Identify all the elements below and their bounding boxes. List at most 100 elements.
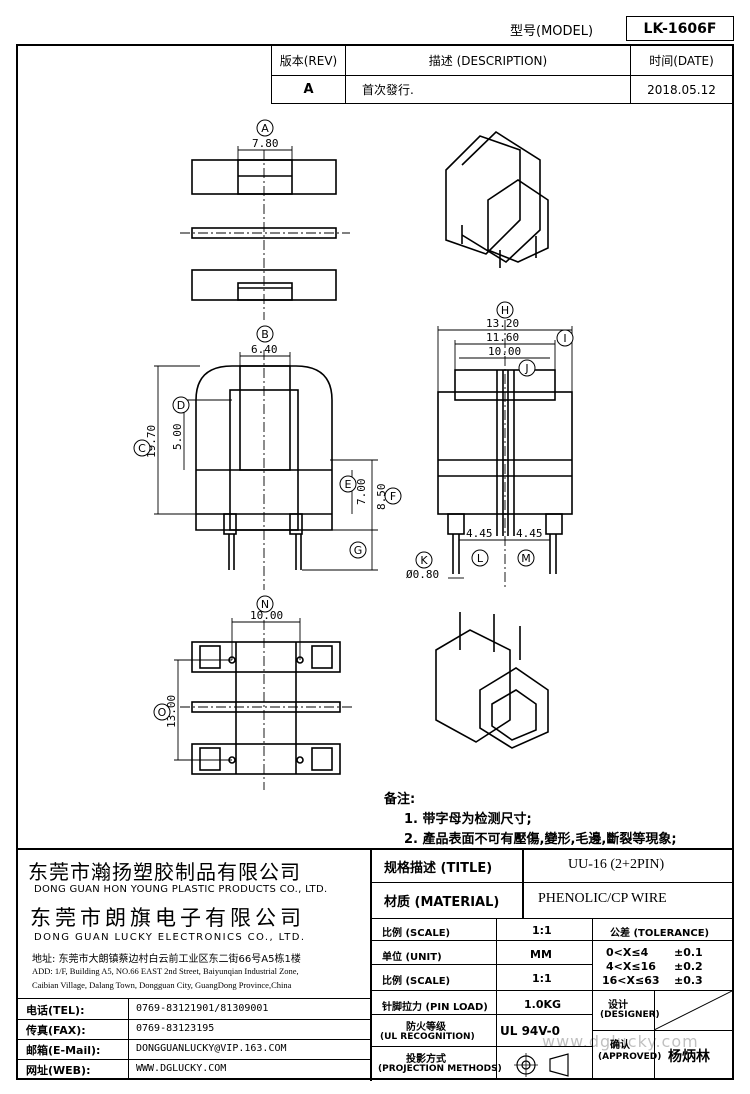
marker-o: O	[153, 703, 171, 721]
marker-k: K	[415, 551, 433, 569]
approver-name: 杨炳林	[668, 1049, 710, 1065]
marker-d: D	[172, 396, 190, 414]
contact-value-tel: 0769-83121901/81309001	[136, 1003, 269, 1014]
contact-label-fax: 传真(FAX):	[26, 1024, 86, 1037]
tolerance-range-3: 16<X≤63	[602, 974, 660, 987]
marker-i: I	[556, 329, 574, 347]
note-2: 2. 產品表面不可有壓傷,變形,毛邊,斷裂等現象;	[404, 832, 677, 847]
contact-value-fax: 0769-83123195	[136, 1023, 215, 1034]
svg-text:B: B	[261, 328, 269, 341]
svg-text:H: H	[501, 304, 509, 317]
notes-title: 备注:	[384, 792, 416, 807]
spec-title-value: UU-16 (2+2PIN)	[568, 857, 665, 872]
drawing-frame	[16, 44, 734, 1080]
spec-material-value: PHENOLIC/CP WIRE	[538, 891, 667, 906]
contact-value-email[interactable]: DONGGUANLUCKY@VIP.163.COM	[136, 1043, 287, 1054]
svg-text:A: A	[261, 122, 269, 135]
svg-text:C: C	[138, 442, 146, 455]
svg-text:J: J	[524, 362, 528, 375]
rev-header: 版本(REV)	[279, 54, 338, 68]
marker-l: L	[471, 549, 489, 567]
company-address-en-2: Caibian Village, Dalang Town, Dongguan C…	[32, 980, 292, 990]
watermark: www.dglucky.com	[542, 1032, 699, 1051]
tolerance-value-3: ±0.3	[674, 974, 703, 987]
dim-o: 13.00	[165, 695, 178, 728]
scale-label-1: 比例 (SCALE)	[382, 928, 451, 939]
spec-block: 规格描述 (TITLE) UU-16 (2+2PIN) 材质 (MATERIAL…	[372, 850, 734, 1080]
svg-text:G: G	[354, 544, 363, 557]
svg-text:M: M	[521, 552, 531, 565]
company-name-en-2: DONG GUAN LUCKY ELECTRONICS CO., LTD.	[34, 932, 306, 943]
scale-value-1: 1:1	[532, 924, 552, 937]
designer-label-cn: 设计	[608, 1000, 628, 1011]
dim-d: 5.00	[171, 424, 184, 451]
svg-text:F: F	[390, 490, 396, 503]
title-block	[16, 848, 734, 1082]
tolerance-range-2: 4<X≤16	[606, 960, 656, 973]
revision-table: 版本(REV) 描述 (DESCRIPTION) 时间(DATE) A 首次發行…	[271, 46, 732, 104]
company-address-cn: 地址: 东莞市大朗镇蔡边村白云前工业区东二街66号A5栋1楼	[32, 954, 301, 965]
ul-label-cn: 防火等级	[406, 1022, 446, 1033]
company-name-cn-2: 东莞市朗旗电子有限公司	[30, 906, 305, 930]
contacts-table: 电话(TEL): 0769-83121901/81309001 传真(FAX):…	[16, 998, 372, 1081]
marker-h: H	[496, 301, 514, 319]
ul-label-en: (UL RECOGNITION)	[380, 1032, 475, 1042]
marker-m: M	[517, 549, 535, 567]
svg-text:E: E	[345, 478, 352, 491]
marker-j: J	[518, 359, 536, 377]
svg-text:O: O	[158, 706, 167, 719]
contact-value-web[interactable]: WWW.DGLUCKY.COM	[136, 1063, 227, 1074]
dim-k: Ø0.80	[406, 568, 439, 581]
company-name-en-1: DONG GUAN HON YOUNG PLASTIC PRODUCTS CO.…	[34, 884, 328, 895]
dim-h: 13.20	[486, 317, 519, 330]
dim-a: 7.80	[252, 137, 279, 150]
dim-m: 4.45	[516, 527, 543, 540]
tolerance-label: 公差 (TOLERANCE)	[610, 928, 710, 939]
model-value: LK-1606F	[643, 20, 717, 37]
company-name-cn-1: 东莞市瀚扬塑胶制品有限公司	[28, 860, 301, 884]
contact-label-web: 网址(WEB):	[26, 1064, 91, 1077]
approved-label-cn: 确认	[610, 1040, 630, 1051]
dim-e: 7.00	[355, 479, 368, 506]
tolerance-value-1: ±0.1	[674, 946, 703, 959]
model-value-box: LK-1606F	[626, 16, 734, 41]
designer-label-en: (DESIGNER)	[600, 1010, 660, 1020]
rev-description: 首次發行.	[362, 83, 414, 97]
date-header: 时间(DATE)	[649, 54, 714, 68]
svg-text:N: N	[261, 598, 269, 611]
unit-value: MM	[530, 948, 552, 961]
dim-n: 10.00	[250, 609, 283, 622]
note-1: 1. 带字母为检测尺寸;	[404, 812, 532, 827]
marker-a: A	[256, 119, 274, 137]
marker-g: G	[349, 541, 367, 559]
model-label: 型号(MODEL)	[510, 24, 594, 39]
dim-j: 10.00	[488, 345, 521, 358]
contact-label-tel: 电话(TEL):	[26, 1004, 85, 1017]
technical-drawing: 7.80 6.40 19.70 5.00 7.00 8.50 13.20 11.…	[133, 119, 574, 790]
scale-label-2: 比例 (SCALE)	[382, 976, 451, 987]
contact-label-email: 邮箱(E-Mail):	[26, 1044, 101, 1057]
scale-value-2: 1:1	[532, 972, 552, 985]
marker-c: C	[133, 439, 151, 457]
rev-date: 2018.05.12	[647, 82, 716, 97]
dim-i: 11.60	[486, 331, 519, 344]
projection-label-en: (PROJECTION METHODS)	[378, 1064, 502, 1074]
pin-load-value: 1.0KG	[524, 998, 562, 1011]
dim-f: 8.50	[375, 484, 388, 511]
rev-value: A	[303, 82, 314, 97]
marker-e: E	[339, 475, 357, 493]
designer-slash	[654, 990, 734, 1030]
pin-load-label: 针脚拉力 (PIN LOAD)	[382, 1002, 488, 1013]
marker-n: N	[256, 595, 274, 613]
projection-label-cn: 投影方式	[406, 1054, 446, 1065]
spec-title-label: 规格描述 (TITLE)	[384, 861, 493, 876]
spec-material-label: 材质 (MATERIAL)	[384, 895, 500, 910]
projection-symbol-icon	[514, 1053, 569, 1077]
marker-b: B	[256, 325, 274, 343]
approved-label-en: (APPROVED)	[598, 1052, 662, 1062]
company-block: 东莞市瀚扬塑胶制品有限公司 DONG GUAN HON YOUNG PLASTI…	[16, 850, 372, 998]
tolerance-range-1: 0<X≤4	[606, 946, 649, 959]
tolerance-value-2: ±0.2	[674, 960, 703, 973]
ul-value: UL 94V-0	[500, 1024, 561, 1038]
unit-label: 单位 (UNIT)	[382, 952, 442, 963]
